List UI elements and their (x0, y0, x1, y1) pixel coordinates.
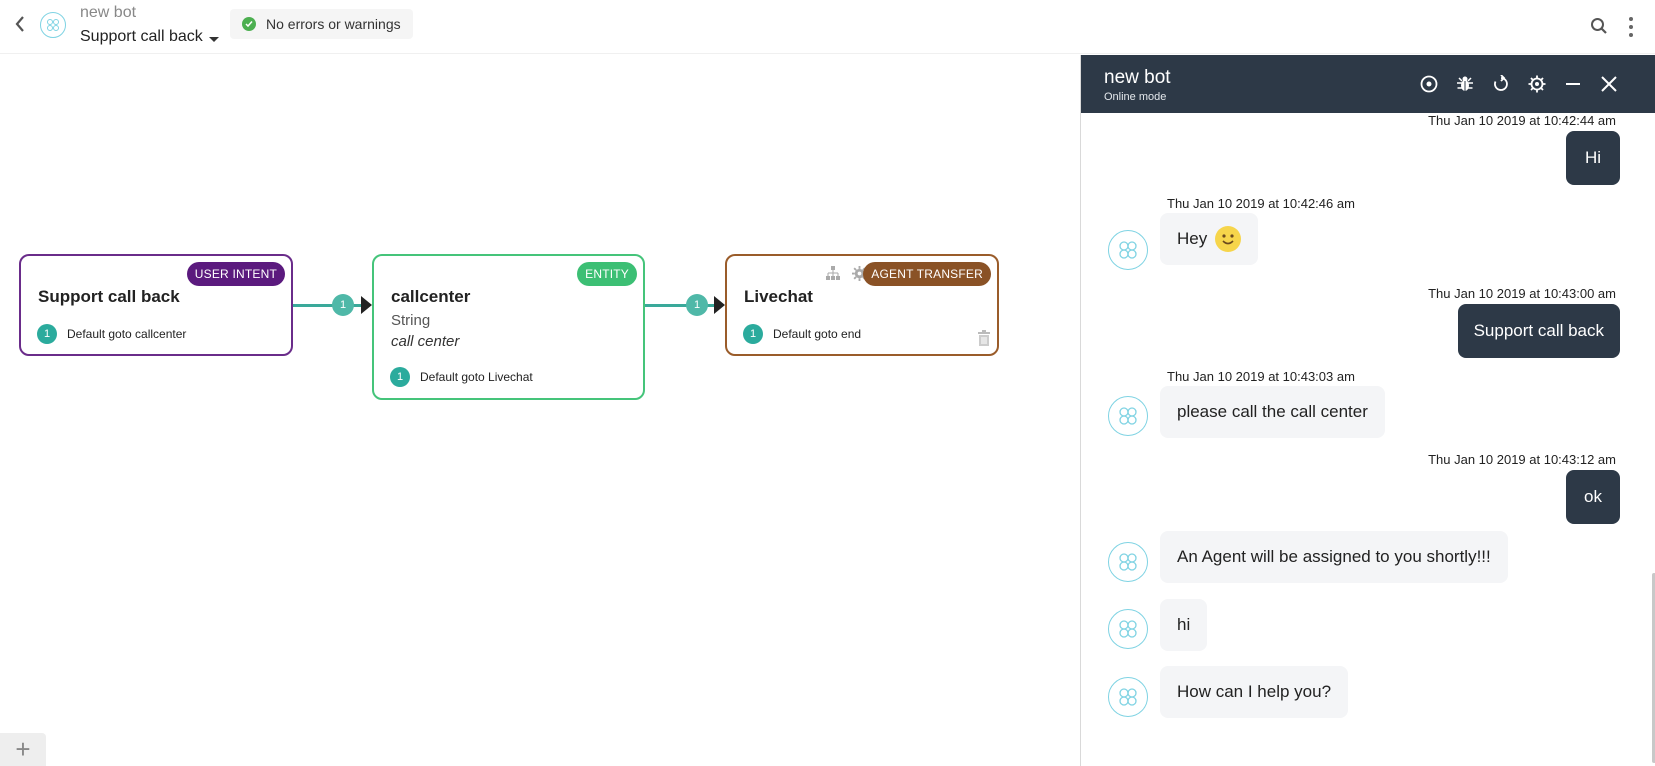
node-type-badge: ENTITY (577, 262, 637, 286)
bot-name: new bot (80, 4, 137, 21)
minimize-icon (1566, 83, 1580, 85)
bot-avatar-icon (1108, 542, 1148, 582)
node-entity[interactable]: ENTITY callcenter String call center 1 D… (372, 254, 645, 400)
message-text: Hi (1584, 148, 1602, 167)
bot-avatar-icon (1108, 396, 1148, 436)
chat-mode: Online mode (1104, 91, 1167, 103)
chat-title: new bot (1104, 67, 1171, 88)
node-connection[interactable]: 1 Default goto end (743, 324, 861, 344)
flow-name: Support call back (80, 28, 203, 45)
chat-header-actions (1411, 71, 1627, 97)
trash-icon (978, 330, 990, 346)
user-message: Support call back (1457, 304, 1620, 358)
back-button[interactable] (10, 12, 30, 36)
add-node-button[interactable]: + (0, 733, 46, 766)
user-message: ok (1566, 470, 1620, 524)
bot-message: An Agent will be assigned to you shortly… (1160, 531, 1508, 583)
bot-avatar-icon (1108, 230, 1148, 270)
validation-status: No errors or warnings (230, 9, 413, 39)
edge-line (645, 304, 716, 307)
connection-text: Default goto end (773, 327, 862, 341)
connection-number: 1 (743, 324, 763, 344)
debug-button[interactable] (1447, 71, 1483, 97)
smiley-icon (1215, 226, 1242, 252)
top-bar: new bot Support call back No errors or w… (0, 0, 1655, 54)
status-text: No errors or warnings (266, 16, 401, 32)
node-user-intent[interactable]: USER INTENT Support call back 1 Default … (19, 254, 293, 356)
settings-icon (1528, 75, 1546, 93)
edge-arrow-icon (714, 296, 725, 314)
dot (1629, 25, 1633, 29)
close-chat-button[interactable] (1591, 71, 1627, 97)
caret-down-icon (208, 36, 219, 42)
message-timestamp: Thu Jan 10 2019 at 10:42:46 am (1167, 196, 1355, 211)
connection-number: 1 (37, 324, 57, 344)
node-type-badge: AGENT TRANSFER (863, 262, 991, 286)
chat-header: new bot Online mode (1081, 55, 1655, 113)
node-connection[interactable]: 1 Default goto callcenter (37, 324, 186, 344)
edge-label[interactable]: 1 (686, 294, 708, 316)
restart-button[interactable] (1483, 71, 1519, 97)
message-text: Support call back (1473, 321, 1604, 340)
message-text: hi (1177, 615, 1191, 634)
edge-label[interactable]: 1 (332, 294, 354, 316)
bot-message: Hey (1160, 213, 1259, 265)
bug-icon (1457, 76, 1473, 91)
message-timestamp: Thu Jan 10 2019 at 10:43:00 am (1428, 286, 1616, 301)
more-options-button[interactable] (1625, 15, 1637, 39)
hierarchy-icon[interactable] (826, 266, 840, 280)
dot (1629, 33, 1633, 37)
connection-number: 1 (390, 367, 410, 387)
node-type-badge: USER INTENT (186, 262, 285, 286)
chevron-left-icon (15, 16, 24, 32)
dot (1629, 17, 1633, 21)
node-title: Livechat (744, 287, 813, 306)
message-text: please call the call center (1177, 402, 1368, 421)
node-connection[interactable]: 1 Default goto Livechat (390, 367, 533, 387)
entity-value: call center (391, 333, 460, 350)
node-title: Support call back (38, 287, 180, 306)
target-icon (1420, 75, 1438, 93)
minimize-button[interactable] (1555, 71, 1591, 97)
bot-message: hi (1160, 599, 1208, 651)
flow-canvas[interactable]: USER INTENT Support call back 1 Default … (0, 55, 1080, 766)
message-timestamp: Thu Jan 10 2019 at 10:42:44 am (1428, 113, 1616, 128)
edge-line (293, 304, 363, 307)
chat-messages[interactable]: Thu Jan 10 2019 at 10:42:44 am Hi Thu Ja… (1081, 113, 1655, 766)
node-tools (826, 266, 867, 281)
message-text: ok (1584, 487, 1602, 506)
check-circle-icon (242, 17, 256, 31)
delete-node-button[interactable] (977, 330, 991, 346)
message-timestamp: Thu Jan 10 2019 at 10:43:12 am (1428, 452, 1616, 467)
search-button[interactable] (1590, 17, 1610, 37)
message-text: Hey (1177, 229, 1208, 248)
bot-avatar-icon (1108, 677, 1148, 717)
edge-arrow-icon (361, 296, 372, 314)
bot-message: please call the call center (1160, 386, 1385, 438)
user-message: Hi (1566, 131, 1620, 185)
bot-logo-icon (40, 12, 66, 38)
bot-avatar-icon (1108, 609, 1148, 649)
search-icon (1591, 18, 1607, 34)
chat-scrollbar[interactable] (1652, 573, 1655, 763)
entity-type: String (391, 312, 431, 329)
flow-selector[interactable]: Support call back (80, 28, 219, 46)
chat-emulator-panel: new bot Online mode Thu Jan 10 2 (1080, 55, 1655, 766)
message-timestamp: Thu Jan 10 2019 at 10:43:03 am (1167, 369, 1355, 384)
settings-button[interactable] (1519, 71, 1555, 97)
connection-text: Default goto callcenter (67, 327, 187, 341)
message-text: An Agent will be assigned to you shortly… (1177, 547, 1491, 566)
message-text: How can I help you? (1177, 682, 1332, 701)
close-icon (1601, 76, 1617, 92)
reset-icon (1494, 75, 1508, 91)
target-button[interactable] (1411, 71, 1447, 97)
node-title: callcenter (391, 287, 471, 306)
connection-text: Default goto Livechat (420, 370, 533, 384)
node-agent-transfer[interactable]: AGENT TRANSFER Livechat 1 Default goto e… (725, 254, 999, 356)
bot-message: How can I help you? (1160, 666, 1349, 718)
